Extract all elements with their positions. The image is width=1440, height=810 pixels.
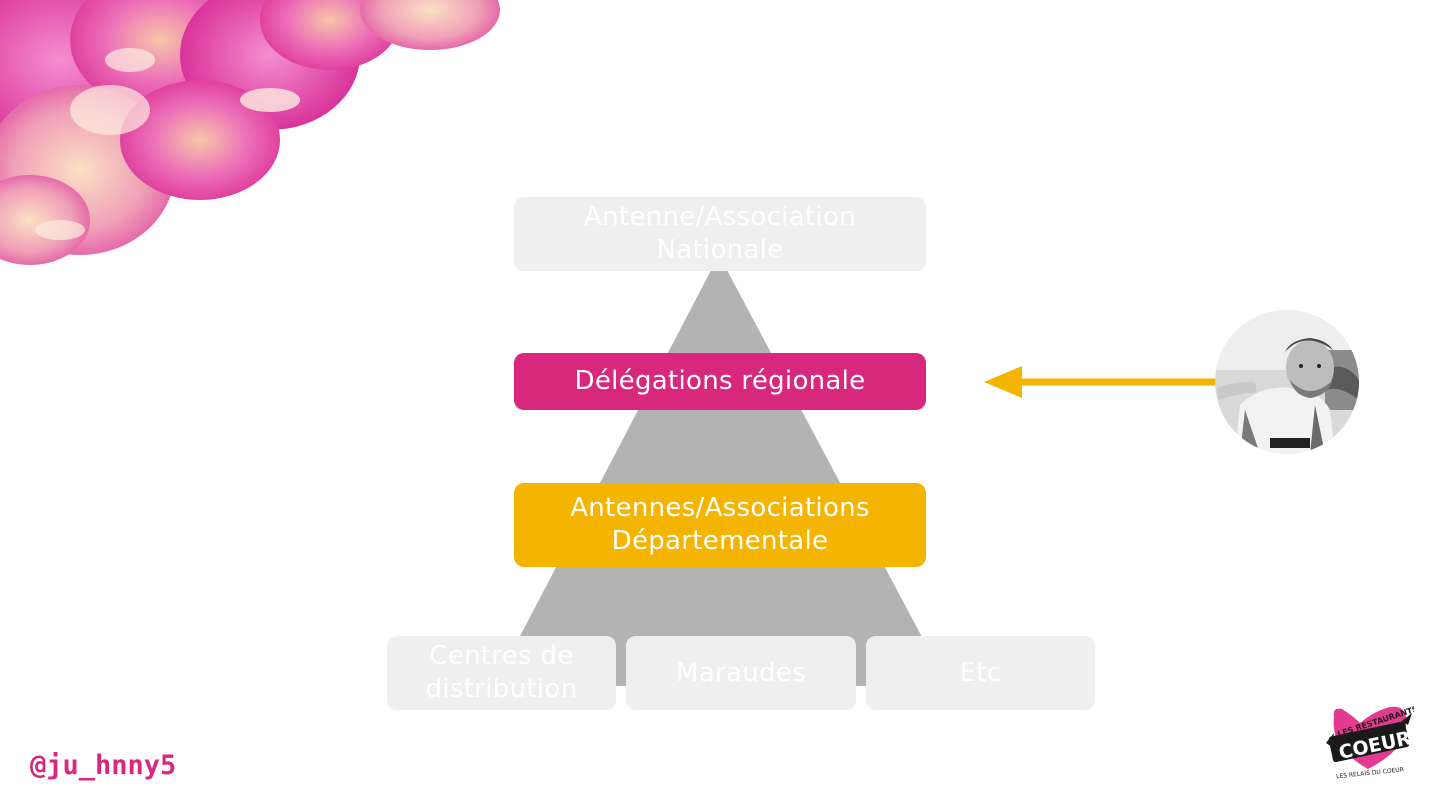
avatar: [1215, 310, 1359, 454]
level-national-box: Antenne/Association Nationale: [514, 197, 926, 271]
decorative-flower-art: [0, 0, 500, 265]
level-departemental-box: Antennes/Associations Départementale: [514, 483, 926, 567]
restos-du-coeur-logo: LES RESTAURANTS DU COEUR LES RELAIS DU C…: [1326, 703, 1414, 780]
level-centres-label: Centres de distribution: [425, 641, 578, 704]
arrow-left-icon: [984, 366, 1225, 398]
level-maraudes-label: Maraudes: [676, 657, 806, 688]
level-regional-label: Délégations régionale: [574, 366, 866, 396]
level-departemental-label: Antennes/Associations Départementale: [570, 493, 870, 556]
level-regional-box: Délégations régionale: [514, 353, 926, 410]
logo-text-bottom: LES RELAIS DU COEUR: [1336, 766, 1404, 780]
level-etc-box: Etc: [866, 636, 1095, 710]
level-etc-label: Etc: [959, 657, 1002, 688]
level-centres-box: Centres de distribution: [387, 636, 616, 710]
level-national-label: Antenne/Association Nationale: [584, 202, 856, 265]
social-handle: @ju_hnny5: [30, 750, 177, 781]
arrow-head: [984, 366, 1022, 398]
level-maraudes-box: Maraudes: [626, 636, 856, 710]
pyramid-triangle: [494, 255, 948, 686]
